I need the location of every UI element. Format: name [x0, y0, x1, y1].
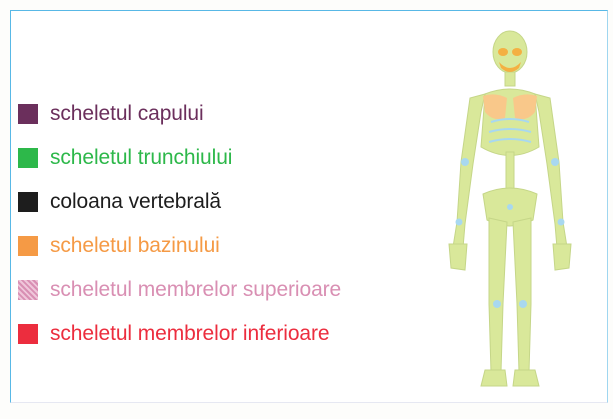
swatch-pelvis — [18, 236, 38, 256]
swatch-upper-limbs — [18, 280, 38, 300]
legend-label-upper-limbs: scheletul membrelor superioare — [50, 278, 342, 301]
swatch-spine — [18, 192, 38, 212]
skeleton-illustration — [448, 30, 572, 387]
legend-item-trunk: scheletul trunchiului — [18, 136, 341, 180]
legend-label-head: scheletul capului — [50, 102, 204, 125]
legend-item-pelvis: scheletul bazinului — [18, 224, 341, 268]
legend-item-upper-limbs: scheletul membrelor superioare — [18, 268, 341, 312]
legend-item-spine: coloana vertebrală — [18, 180, 341, 224]
swatch-head — [18, 104, 38, 124]
swatch-trunk — [18, 148, 38, 168]
legend: scheletul capului scheletul trunchiului … — [18, 92, 341, 356]
legend-label-spine: coloana vertebrală — [50, 190, 221, 213]
legend-label-lower-limbs: scheletul membrelor inferioare — [50, 322, 330, 345]
legend-label-trunk: scheletul trunchiului — [50, 146, 233, 169]
legend-item-head: scheletul capului — [18, 92, 341, 136]
swatch-lower-limbs — [18, 324, 38, 344]
legend-item-lower-limbs: scheletul membrelor inferioare — [18, 312, 341, 356]
legend-label-pelvis: scheletul bazinului — [50, 234, 220, 257]
